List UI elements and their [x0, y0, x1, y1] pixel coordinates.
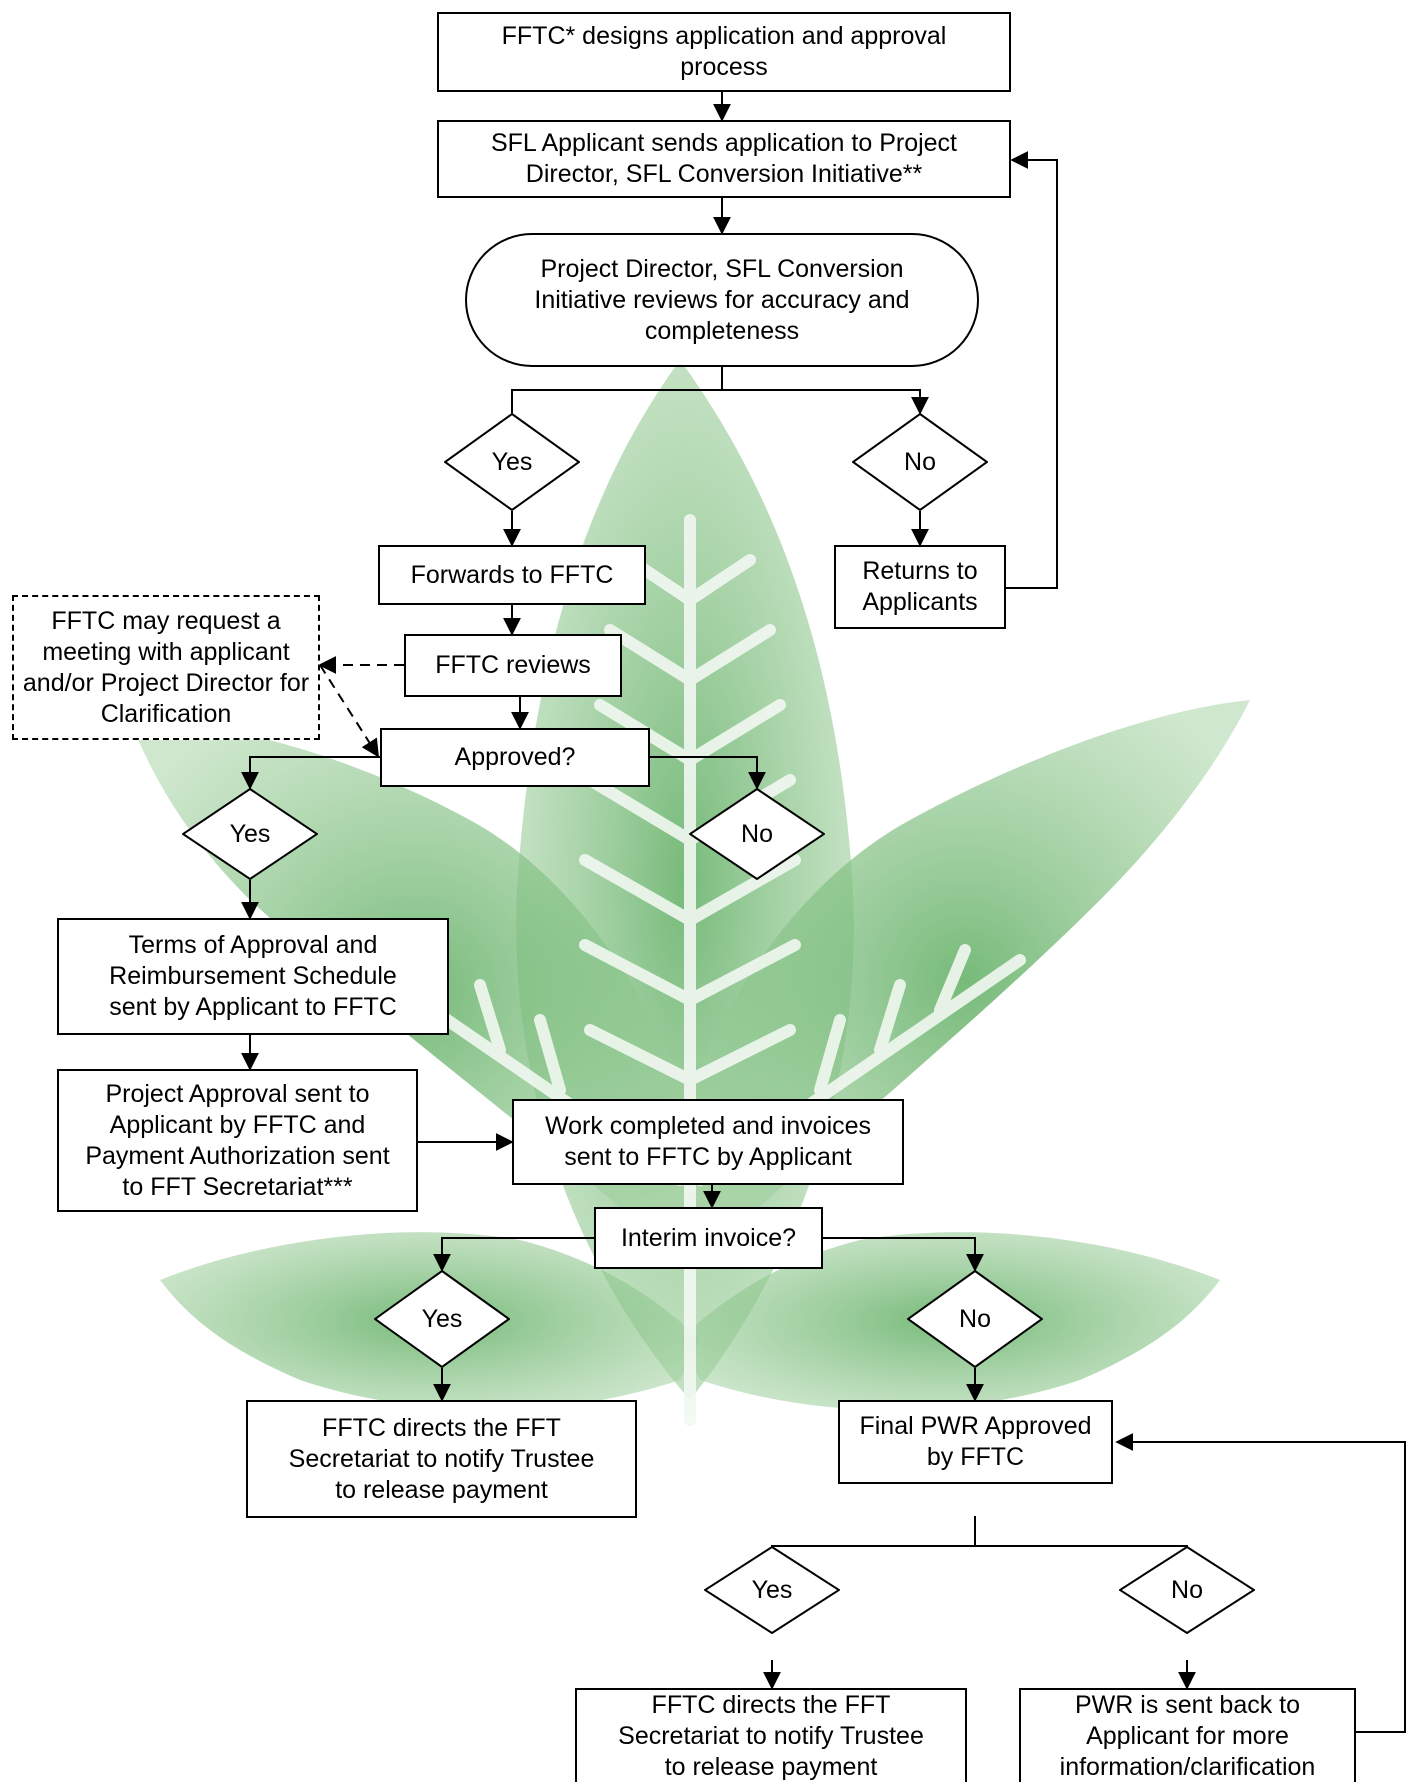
- forwards-box: Forwards to FFTC: [378, 545, 646, 605]
- fftc-reviews-box: FFTC reviews: [404, 634, 622, 697]
- decision-yes-1-label: Yes: [491, 447, 533, 476]
- review-accuracy-box: Project Director, SFL Conversion Initiat…: [465, 233, 979, 367]
- meeting-note-box: FFTC may request a meeting with applican…: [12, 595, 320, 740]
- directs-final-box: FFTC directs the FFT Secretariat to noti…: [575, 1688, 967, 1782]
- start-box: FFTC* designs application and approval p…: [437, 12, 1011, 92]
- decision-yes-1: Yes: [444, 413, 580, 511]
- decision-no-4: No: [1119, 1546, 1255, 1634]
- decision-no-2: No: [689, 788, 825, 880]
- terms-box: Terms of Approval and Reimbursement Sche…: [57, 918, 449, 1035]
- pwr-back-box: PWR is sent back to Applicant for more i…: [1019, 1688, 1356, 1782]
- decision-no-1: No: [852, 413, 988, 511]
- directs-interim-box: FFTC directs the FFT Secretariat to noti…: [246, 1400, 637, 1518]
- decision-yes-4-label: Yes: [751, 1575, 793, 1604]
- interim-question-box: Interim invoice?: [594, 1207, 823, 1269]
- returns-box: Returns to Applicants: [834, 545, 1006, 629]
- decision-yes-3-label: Yes: [421, 1304, 463, 1333]
- final-pwr-box: Final PWR Approved by FFTC: [838, 1400, 1113, 1484]
- decision-yes-4: Yes: [704, 1546, 840, 1634]
- decision-no-3-label: No: [959, 1304, 991, 1333]
- decision-yes-2-label: Yes: [229, 819, 271, 848]
- decision-yes-2: Yes: [182, 788, 318, 880]
- work-completed-box: Work completed and invoices sent to FFTC…: [512, 1099, 904, 1185]
- decision-no-4-label: No: [1171, 1575, 1203, 1604]
- project-approval-box: Project Approval sent to Applicant by FF…: [57, 1069, 418, 1212]
- decision-yes-3: Yes: [374, 1270, 510, 1368]
- decision-no-1-label: No: [904, 447, 936, 476]
- decision-no-3: No: [907, 1270, 1043, 1368]
- decision-no-2-label: No: [741, 819, 773, 848]
- approved-question-box: Approved?: [380, 728, 650, 787]
- send-application-box: SFL Applicant sends application to Proje…: [437, 120, 1011, 198]
